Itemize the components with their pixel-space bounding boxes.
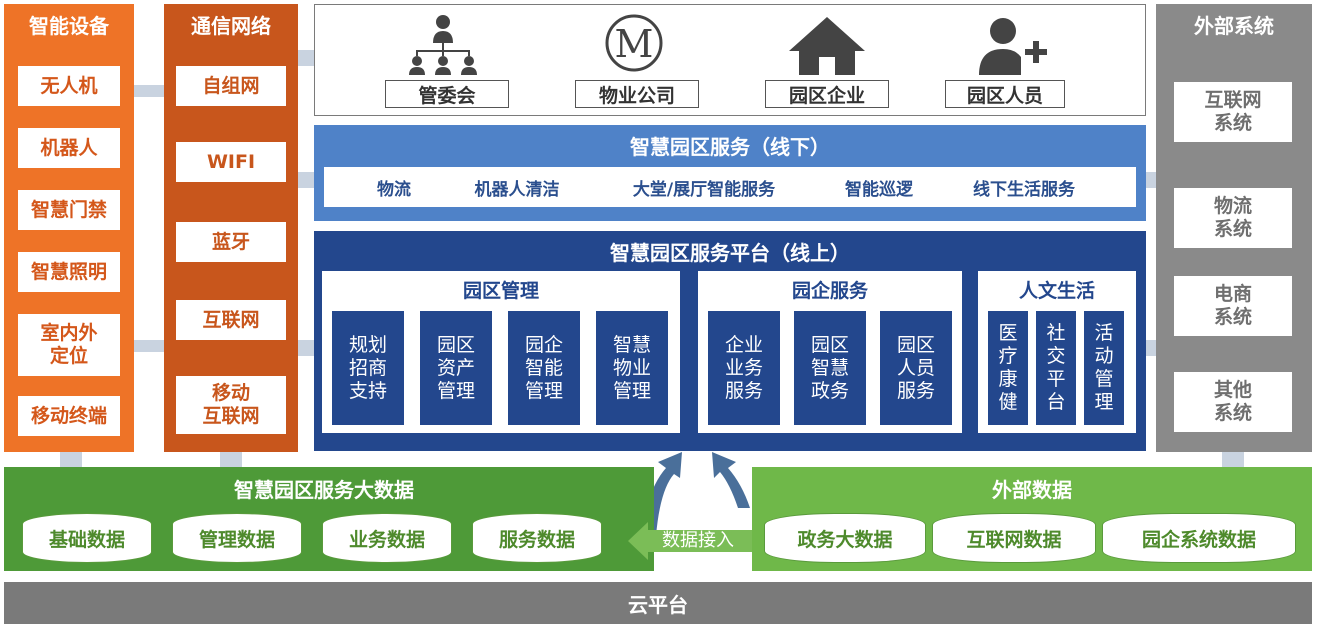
offline-services-list: 物流 机器人清洁 大堂/展厅智能服务 智能巡逻 线下生活服务 — [324, 167, 1136, 207]
network-item: 移动 互联网 — [176, 376, 286, 434]
offline-service-item: 智能巡逻 — [845, 179, 913, 200]
device-item: 智慧门禁 — [18, 190, 120, 230]
offline-services-title: 智慧园区服务（线下） — [630, 134, 830, 159]
role-label: 园区企业 — [765, 80, 889, 108]
offline-service-item: 大堂/展厅智能服务 — [632, 179, 776, 200]
connector-main-ext-1 — [1146, 172, 1156, 188]
service-tile: 活 动 管 理 — [1084, 311, 1124, 425]
service-tile: 园区 智慧 政务 — [794, 311, 866, 425]
roles-panel: M 管委会 物业公司 园区企业 园区人员 — [314, 4, 1146, 116]
group-title: 园区管理 — [462, 279, 539, 302]
external-data-title: 外部数据 — [992, 477, 1072, 502]
service-tile: 智慧 物业 管理 — [596, 311, 668, 425]
network-item: 蓝牙 — [176, 222, 286, 262]
data-cylinder: 服务数据 — [472, 513, 602, 563]
service-tile: 园区 资产 管理 — [420, 311, 492, 425]
offline-service-item: 物流 — [377, 179, 411, 200]
data-cylinder: 业务数据 — [322, 513, 452, 563]
device-item: 移动终端 — [18, 396, 120, 436]
network-item: 自组网 — [176, 66, 286, 106]
device-item: 室内外 定位 — [18, 314, 120, 376]
device-item: 无人机 — [18, 66, 120, 106]
external-system-item: 其他 系统 — [1174, 372, 1292, 432]
offline-service-item: 线下生活服务 — [973, 179, 1075, 200]
connector-net-main-2 — [298, 172, 314, 188]
external-system-item: 物流 系统 — [1174, 188, 1292, 248]
metro-m-icon: M — [605, 14, 663, 72]
connector-dev-net-1 — [134, 85, 164, 97]
device-item: 智慧照明 — [18, 252, 120, 292]
connector-dev-net-2 — [134, 340, 164, 352]
connector-net-main-3 — [298, 340, 314, 356]
service-tile: 园区 人员 服务 — [880, 311, 952, 425]
data-access-label: 数据接入 — [662, 530, 734, 551]
smart-devices-title: 智能设备 — [29, 13, 109, 38]
left-arrow-icon — [628, 522, 756, 560]
data-cylinder: 政务大数据 — [764, 513, 926, 563]
external-systems-column: 外部系统 互联网 系统 物流 系统 电商 系统 其他 系统 — [1156, 4, 1312, 452]
group-title: 人文生活 — [1018, 279, 1095, 302]
org-chart-icon — [409, 15, 477, 75]
service-tile: 企业 业务 服务 — [708, 311, 780, 425]
role-label: 园区人员 — [945, 80, 1065, 108]
svg-text:M: M — [615, 22, 654, 66]
external-systems-title: 外部系统 — [1194, 13, 1274, 38]
role-label: 物业公司 — [575, 80, 699, 108]
connector-dev-bottom — [60, 452, 82, 467]
smart-devices-column: 智能设备 无人机 机器人 智慧门禁 智慧照明 室内外 定位 移动终端 — [4, 4, 134, 452]
data-cylinder: 基础数据 — [22, 513, 152, 563]
connector-main-ext-2 — [1146, 340, 1156, 356]
service-tile: 园企 智能 管理 — [508, 311, 580, 425]
network-title: 通信网络 — [191, 13, 271, 38]
external-data-panel: 外部数据 政务大数据 互联网数据 园企系统数据 — [752, 467, 1312, 571]
bigdata-title: 智慧园区服务大数据 — [234, 477, 414, 502]
group-title: 园企服务 — [791, 279, 868, 302]
house-icon — [789, 17, 865, 75]
online-platform-title: 智慧园区服务平台（线上） — [610, 240, 850, 265]
connector-net-main-1 — [298, 50, 314, 66]
group-park-management: 园区管理 规划 招商 支持 园区 资产 管理 园企 智能 管理 智慧 物业 管理 — [322, 271, 680, 433]
connector-ext-bottom — [1222, 452, 1244, 467]
service-tile: 医 疗 康 健 — [988, 311, 1028, 425]
cloud-platform-bar: 云平台 — [4, 582, 1312, 624]
data-cylinder: 园企系统数据 — [1102, 513, 1296, 563]
external-system-item: 互联网 系统 — [1174, 82, 1292, 142]
network-item: WIFI — [176, 142, 286, 182]
external-system-item: 电商 系统 — [1174, 276, 1292, 336]
group-cultural-life: 人文生活 医 疗 康 健 社 交 平 台 活 动 管 理 — [978, 271, 1136, 433]
bigdata-panel: 智慧园区服务大数据 基础数据 管理数据 业务数据 服务数据 — [4, 467, 654, 571]
device-item: 机器人 — [18, 128, 120, 168]
communication-network-column: 通信网络 自组网 WIFI 蓝牙 互联网 移动 互联网 — [164, 4, 298, 452]
role-label: 管委会 — [385, 80, 509, 108]
data-cylinder: 管理数据 — [172, 513, 302, 563]
data-cylinder: 互联网数据 — [932, 513, 1096, 563]
service-tile: 社 交 平 台 — [1036, 311, 1076, 425]
offline-service-item: 机器人清洁 — [474, 179, 560, 200]
add-user-icon — [979, 18, 1047, 75]
connector-net-bottom — [220, 452, 242, 467]
group-enterprise-services: 园企服务 企业 业务 服务 园区 智慧 政务 园区 人员 服务 — [698, 271, 962, 433]
service-tile: 规划 招商 支持 — [332, 311, 404, 425]
network-item: 互联网 — [176, 300, 286, 340]
online-platform-panel: 智慧园区服务平台（线上） 园区管理 规划 招商 支持 园区 资产 管理 园企 智… — [314, 231, 1146, 451]
